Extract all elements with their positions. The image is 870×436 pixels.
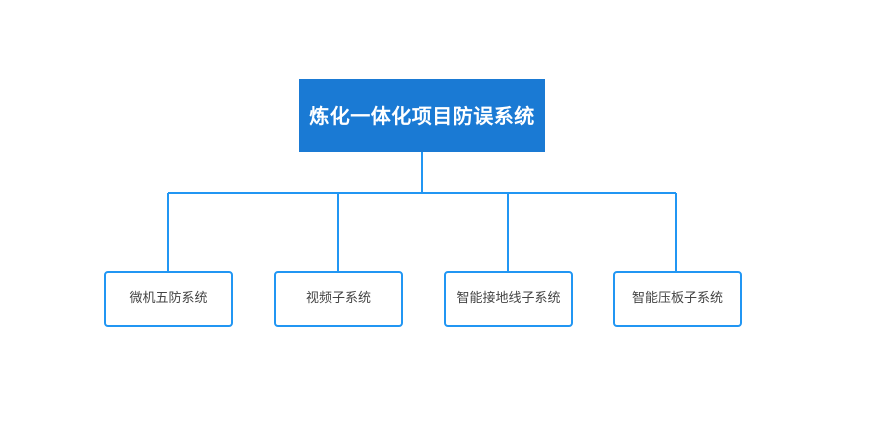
root-node-label: 炼化一体化项目防误系统 [309, 103, 535, 128]
child-node-3-label: 智能接地线子系统 [456, 291, 561, 307]
child-node-1-label: 微机五防系统 [129, 291, 208, 307]
root-node[interactable]: 炼化一体化项目防误系统 [299, 79, 545, 152]
child-node-4[interactable]: 智能压板子系统 [613, 271, 742, 327]
connector-lines [167, 152, 677, 271]
child-node-2[interactable]: 视频子系统 [274, 271, 403, 327]
child-node-3[interactable]: 智能接地线子系统 [444, 271, 573, 327]
child-node-1[interactable]: 微机五防系统 [104, 271, 233, 327]
child-node-4-label: 智能压板子系统 [631, 291, 723, 307]
child-node-2-label: 视频子系统 [305, 291, 371, 307]
